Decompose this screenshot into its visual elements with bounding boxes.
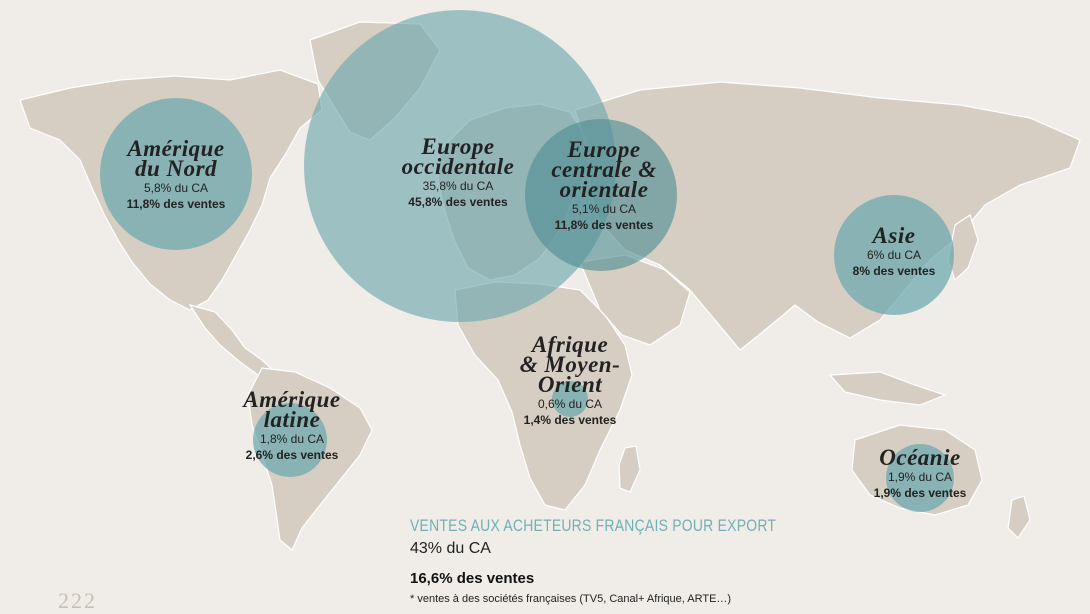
export-sales: 16,6% des ventes: [410, 570, 535, 587]
bubble-amerique-latine: [253, 403, 327, 477]
region-sales: 11,8% des ventes: [554, 218, 654, 232]
land-new-zealand: [1007, 495, 1031, 539]
region-name: occidentale: [401, 154, 515, 179]
region-name: Europe: [567, 137, 641, 162]
region-ca: 5,8% du CA: [143, 181, 209, 195]
export-title: VENTES AUX ACHETEURS FRANÇAIS POUR EXPOR…: [410, 516, 777, 535]
region-name: Océanie: [879, 445, 961, 470]
region-name: Europe: [421, 134, 495, 159]
region-bubbles: [100, 10, 954, 512]
region-ca: 5,1% du CA: [571, 202, 637, 216]
region-name: Afrique: [531, 332, 609, 357]
label-afrique: Afrique & Moyen- Orient 0,6% du CA 1,4% …: [500, 332, 640, 427]
bubble-oceanie: [886, 444, 954, 512]
page-number: 222: [58, 588, 97, 613]
land-africa: [454, 281, 633, 511]
region-sales: 1,9% des ventes: [873, 486, 967, 500]
bubble-afrique: [552, 381, 588, 417]
region-ca: 0,6% du CA: [537, 397, 603, 411]
region-name: centrale &: [551, 157, 657, 182]
region-name: Orient: [537, 372, 603, 397]
region-sales: 45,8% des ventes: [408, 195, 508, 209]
region-sales: 11,8% des ventes: [126, 197, 226, 211]
region-name: latine: [263, 407, 321, 432]
region-ca: 1,8% du CA: [259, 432, 325, 446]
label-asie: Asie 6% du CA 8% des ventes: [829, 223, 959, 278]
land-madagascar: [618, 445, 641, 493]
label-amerique-latine: Amérique latine 1,8% du CA 2,6% des vent…: [222, 387, 362, 462]
export-summary: VENTES AUX ACHETEURS FRANÇAIS POUR EXPOR…: [410, 516, 830, 605]
region-name: Amérique: [127, 136, 225, 161]
region-sales: 1,4% des ventes: [523, 413, 617, 427]
export-footnote: * ventes à des sociétés françaises (TV5,…: [410, 593, 732, 605]
land-indonesia: [828, 371, 947, 406]
region-name: & Moyen-: [519, 352, 621, 377]
region-name: Asie: [872, 223, 916, 248]
label-europe-centrale: Europe centrale & orientale 5,1% du CA 1…: [524, 137, 684, 232]
bubble-europe-centrale: [525, 119, 677, 271]
bubble-europe-occidentale: [304, 10, 616, 322]
label-oceanie: Océanie 1,9% du CA 1,9% des ventes: [855, 445, 985, 500]
region-name: Amérique: [243, 387, 341, 412]
label-amerique-du-nord: Amérique du Nord 5,8% du CA 11,8% des ve…: [96, 136, 256, 211]
region-sales: 2,6% des ventes: [245, 448, 339, 462]
region-name: orientale: [559, 177, 649, 202]
region-ca: 35,8% du CA: [422, 179, 494, 193]
region-name: du Nord: [134, 156, 218, 181]
export-ca: 43% du CA: [410, 540, 491, 557]
bubble-amerique-du-nord: [100, 98, 252, 250]
region-sales: 8% des ventes: [852, 264, 936, 278]
label-europe-occidentale: Europe occidentale 35,8% du CA 45,8% des…: [378, 134, 538, 209]
land-central-america: [188, 303, 277, 379]
bubble-asie: [834, 195, 954, 315]
region-ca: 1,9% du CA: [887, 470, 953, 484]
region-ca: 6% du CA: [866, 248, 922, 262]
